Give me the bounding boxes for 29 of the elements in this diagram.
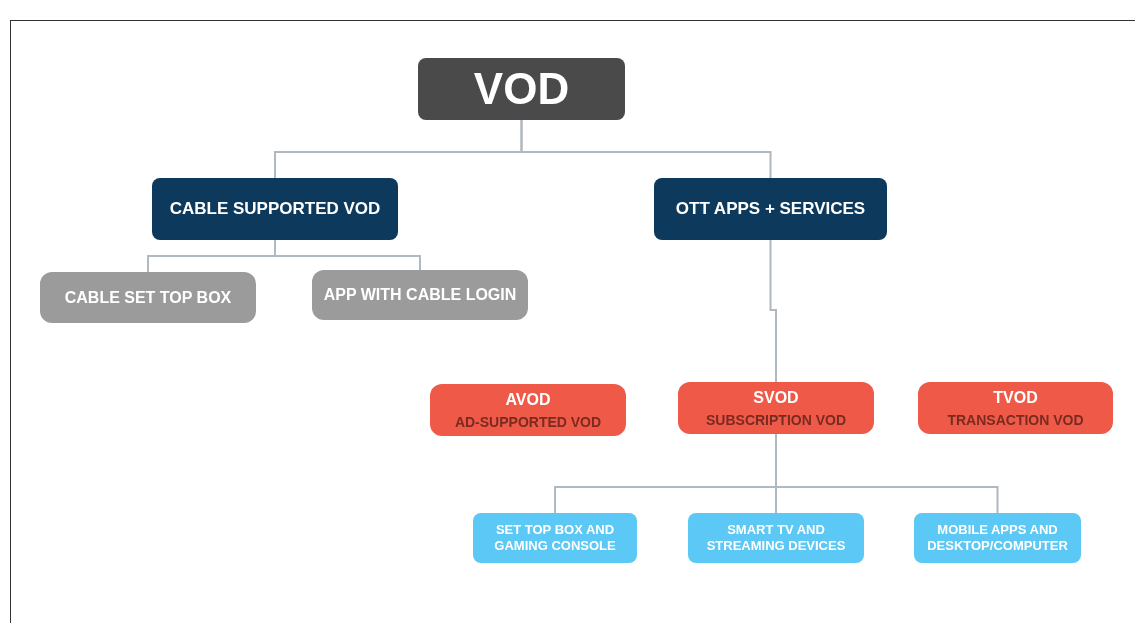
connector-line [769,239,777,383]
model-box [678,382,874,434]
connector-line [520,119,772,179]
category-box [654,178,887,240]
node-label: OTT APPS + SERVICES [675,198,866,221]
node-subtitle: AD-SUPPORTED VOD [454,412,602,432]
node-subtitle: TRANSACTION VOD [947,410,1084,430]
option-box [40,272,256,323]
root-box [418,58,625,120]
model-box [918,382,1113,434]
device-box [473,513,637,563]
connector-line [775,433,999,514]
node-label: SVOD [753,387,799,408]
node-label: CABLE SET TOP BOX [64,287,232,308]
node-label: TVOD [993,387,1038,408]
connector-line [274,239,421,271]
device-box [914,513,1081,563]
node-label: MOBILE APPS AND DESKTOP/COMPUTER [926,521,1069,555]
node-label: SET TOP BOX AND GAMING CONSOLE [493,521,617,555]
node-label: AVOD [505,389,551,410]
node-label: SMART TV AND STREAMING DEVICES [705,521,847,555]
category-box [152,178,398,240]
node-subtitle: SUBSCRIPTION VOD [706,410,846,430]
option-box [312,270,528,320]
model-box [430,384,626,436]
node-label: CABLE SUPPORTED VOD [169,198,381,221]
device-box [688,513,864,563]
node-label: VOD [473,63,570,115]
node-label: APP WITH CABLE LOGIN [323,285,517,305]
